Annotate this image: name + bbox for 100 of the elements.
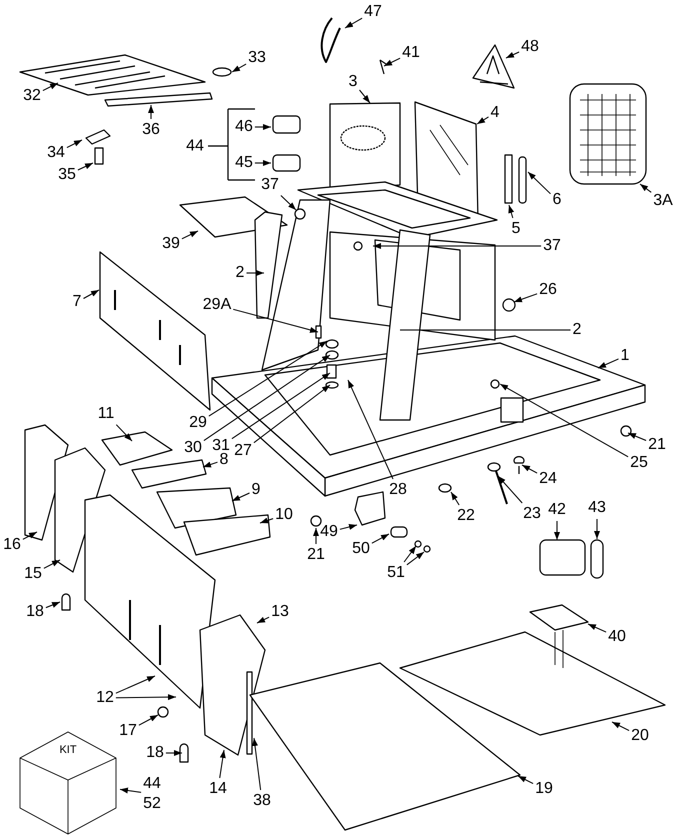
leader-line — [116, 424, 132, 442]
callout-number: 4 — [490, 103, 500, 123]
callout-number: 21 — [307, 545, 325, 565]
leader-line — [404, 546, 416, 562]
leader-line — [231, 372, 330, 440]
callout-number: 45 — [235, 153, 253, 173]
leader-line — [339, 524, 358, 530]
leader-line — [254, 160, 272, 166]
leader-line — [83, 290, 100, 299]
callout-number: 39 — [162, 234, 180, 254]
leader-line — [313, 528, 319, 544]
callout-number: 13 — [271, 602, 289, 622]
callout-number: 37 — [261, 175, 279, 195]
callout-number: 38 — [253, 791, 271, 811]
callout-number: 2 — [236, 263, 244, 283]
callout-number: 18 — [146, 743, 164, 763]
callout-number: 44 — [186, 138, 204, 154]
callout-number: 42 — [548, 500, 566, 520]
leader-line — [232, 64, 247, 72]
leader-line — [372, 243, 542, 249]
leader-line — [253, 384, 330, 444]
leader-line — [120, 788, 142, 794]
callout-number: 29A — [202, 295, 232, 315]
callout-number: 46 — [235, 117, 253, 137]
leader-line — [506, 52, 520, 58]
leader-line — [43, 560, 60, 569]
leader-line — [476, 116, 489, 124]
leader-line — [508, 204, 514, 218]
leader-line — [45, 602, 60, 608]
leader-line — [594, 518, 600, 540]
leader-line — [165, 750, 182, 756]
callout-number: 44 — [143, 774, 161, 794]
leader-line — [280, 195, 296, 210]
leader-line — [598, 358, 619, 368]
leader-line — [640, 184, 652, 193]
leader-line — [406, 552, 424, 566]
leader-line — [115, 694, 176, 700]
leader-line — [77, 162, 94, 170]
leader-line — [554, 520, 560, 540]
callout-number: 7 — [72, 292, 82, 312]
leader-line — [232, 492, 250, 502]
leader-line — [256, 616, 270, 624]
leader-line — [522, 464, 538, 474]
callout-number: 35 — [58, 165, 76, 185]
leader-line — [260, 518, 274, 524]
leader-line — [628, 432, 647, 441]
leader-line — [498, 476, 523, 504]
callout-number: 15 — [24, 564, 42, 584]
leader-line — [202, 462, 218, 468]
callout-number: 52 — [143, 794, 161, 814]
callout-number: 43 — [588, 498, 606, 518]
callout-number: 40 — [608, 627, 626, 647]
leader-line — [246, 270, 264, 276]
leader-line — [42, 82, 58, 92]
callout-number: 5 — [512, 219, 520, 239]
leader-line — [66, 140, 82, 148]
callout-number: 14 — [209, 779, 227, 799]
leader-line — [359, 90, 370, 104]
leader-line — [148, 104, 154, 120]
leader-line — [348, 380, 394, 480]
callout-number: 49 — [320, 522, 338, 542]
callout-number: 2 — [572, 320, 582, 340]
callout-number: 47 — [364, 2, 382, 22]
kit-label: KIT — [59, 744, 77, 756]
callout-number: 25 — [630, 453, 648, 473]
callout-number: 12 — [96, 688, 114, 708]
leader-line — [588, 624, 607, 633]
leader-line — [371, 534, 390, 544]
leader-line — [518, 776, 534, 784]
leader-line — [344, 18, 363, 28]
callout-number: 41 — [402, 43, 420, 63]
leader-line — [203, 354, 330, 442]
callout-number: 21 — [648, 435, 666, 455]
callout-number: 29 — [189, 413, 207, 433]
callout-number: 48 — [521, 37, 539, 57]
leader-line — [500, 384, 629, 458]
callout-number: 20 — [631, 726, 649, 746]
callout-number: 6 — [552, 190, 562, 210]
leader-line — [138, 714, 158, 726]
leader-line — [115, 676, 156, 694]
callout-number: 9 — [252, 480, 260, 500]
leader-line — [450, 492, 460, 506]
leader-line — [528, 172, 551, 194]
leader-line — [612, 722, 630, 732]
callout-number: 10 — [275, 505, 293, 525]
leader-line — [514, 293, 538, 302]
callout-number: 33 — [248, 48, 266, 68]
callout-number: 22 — [457, 506, 475, 526]
callout-number: 19 — [535, 779, 553, 799]
callout-number: 18 — [26, 602, 44, 622]
callout-number: 3 — [348, 72, 358, 92]
callout-number: 16 — [3, 535, 21, 555]
callout-number: 27 — [234, 441, 252, 461]
leader-line — [208, 340, 328, 417]
leader-line — [384, 58, 401, 66]
callout-number: 17 — [119, 721, 137, 741]
callout-number: 23 — [523, 504, 541, 524]
callout-number: 37 — [543, 236, 561, 256]
callout-number: 30 — [184, 438, 202, 458]
callout-number: 34 — [47, 143, 65, 163]
